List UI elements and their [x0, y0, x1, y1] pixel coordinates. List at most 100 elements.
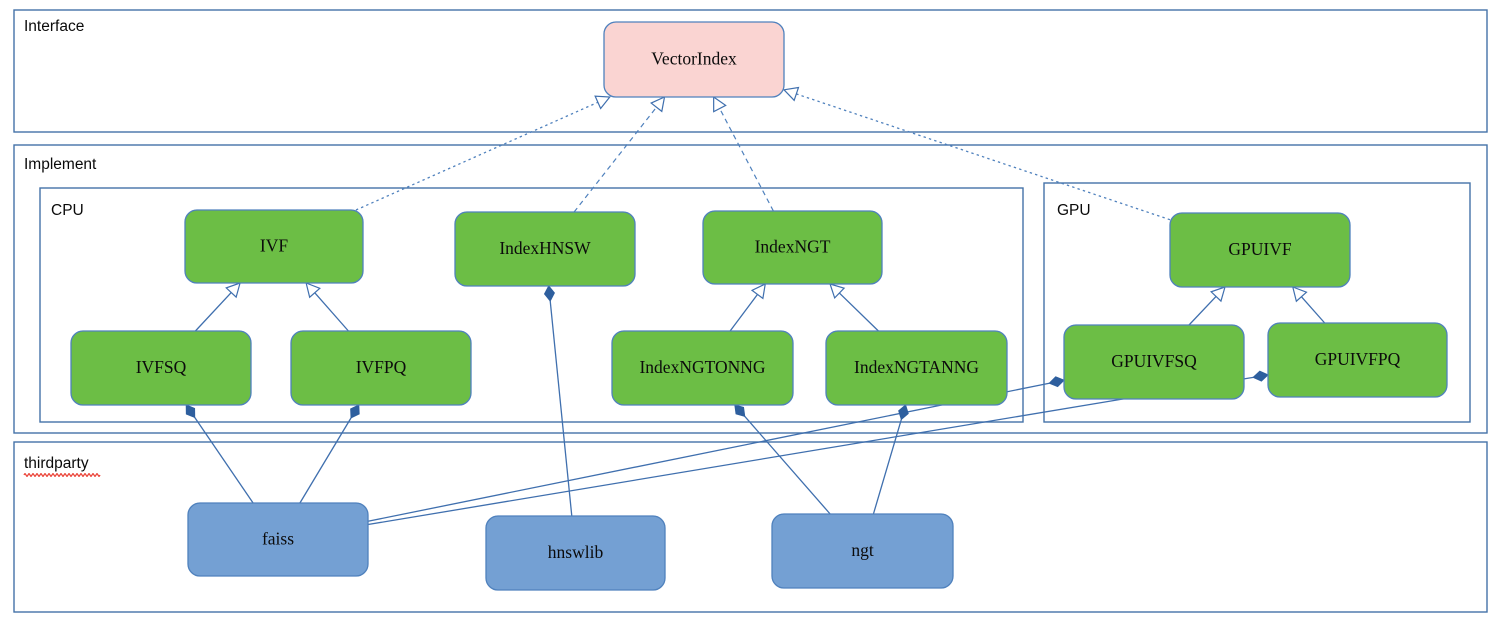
node-box-hnswlib[interactable]	[485, 515, 666, 591]
edge-ngt-composes-indexngtonng	[734, 404, 831, 515]
node-box-ivfsq[interactable]	[70, 330, 252, 406]
node-box-faiss[interactable]	[187, 502, 369, 577]
edge-gpuivf-realizes-vectorindex	[782, 86, 1171, 221]
node-label-indexhnsw: IndexHNSW	[499, 238, 591, 258]
node-box-gpuivf[interactable]	[1169, 212, 1351, 288]
generalization-arrowhead-icon	[305, 282, 321, 299]
realization-arrowhead-icon	[713, 95, 727, 113]
edge-line	[1300, 295, 1326, 324]
composition-diamond-icon	[1048, 376, 1065, 388]
composition-diamond-icon	[350, 404, 360, 419]
generalization-arrowhead-icon	[750, 282, 767, 300]
edge-gpuivfpq-extends-gpuivf	[1291, 286, 1326, 324]
edge-line	[299, 417, 352, 504]
edge-gpuivfsq-extends-gpuivf	[1188, 286, 1226, 326]
edge-line	[367, 376, 1254, 526]
edge-line	[313, 291, 349, 332]
edge-line	[872, 419, 902, 515]
edge-line	[744, 415, 831, 515]
node-ivfpq[interactable]: IVFPQ	[290, 330, 472, 406]
node-indexngt[interactable]: IndexNGT	[702, 210, 883, 285]
edge-line	[549, 300, 573, 517]
package-label-cpu: CPU	[51, 202, 84, 219]
generalization-arrowhead-icon	[1210, 286, 1226, 303]
spellcheck-underline-icon	[23, 473, 101, 477]
node-vectorindex[interactable]: VectorIndex	[603, 21, 785, 98]
edge-indexngtonng-extends-indexngt	[729, 282, 767, 332]
edge-line	[194, 291, 233, 332]
node-indexhnsw[interactable]: IndexHNSW	[454, 211, 636, 287]
edge-ivf-realizes-vectorindex	[355, 95, 611, 211]
edge-faiss-composes-ivfpq	[299, 404, 360, 504]
node-box-indexngtonng[interactable]	[611, 330, 794, 406]
package-label-interface: Interface	[24, 18, 84, 35]
edge-indexngt-realizes-vectorindex	[713, 95, 774, 212]
edge-line	[573, 106, 658, 213]
node-label-gpuivfsq: GPUIVFSQ	[1111, 351, 1197, 371]
node-label-indexngtonng: IndexNGTONNG	[639, 357, 765, 377]
node-ivfsq[interactable]: IVFSQ	[70, 330, 252, 406]
realization-arrowhead-icon	[594, 95, 611, 110]
edge-line	[718, 107, 774, 212]
node-box-indexngt[interactable]	[702, 210, 883, 285]
node-box-gpuivfsq[interactable]	[1063, 324, 1245, 400]
node-gpuivf[interactable]: GPUIVF	[1169, 212, 1351, 288]
edge-hnswlib-composes-indexhnsw	[543, 285, 573, 517]
edge-indexngtanng-extends-indexngt	[829, 283, 879, 332]
generalization-arrowhead-icon	[225, 282, 241, 299]
edge-faiss-composes-gpuivfsq	[367, 376, 1065, 522]
node-label-faiss: faiss	[262, 529, 294, 549]
edge-line	[795, 92, 1171, 221]
edge-line	[367, 382, 1050, 522]
node-box-ngt[interactable]	[771, 513, 954, 589]
node-label-ivfpq: IVFPQ	[356, 357, 407, 377]
composition-diamond-icon	[734, 404, 746, 417]
node-gpuivfsq[interactable]: GPUIVFSQ	[1063, 324, 1245, 400]
node-indexngtanng[interactable]: IndexNGTANNG	[825, 330, 1008, 406]
edge-line	[729, 293, 759, 332]
node-label-indexngt: IndexNGT	[755, 237, 831, 257]
edge-ivfsq-extends-ivf	[194, 282, 241, 332]
node-box-indexhnsw[interactable]	[454, 211, 636, 287]
node-gpuivfpq[interactable]: GPUIVFPQ	[1267, 322, 1448, 398]
edge-line	[194, 417, 254, 504]
edge-indexhnsw-realizes-vectorindex	[573, 95, 666, 213]
composition-diamond-icon	[898, 404, 909, 421]
node-label-vectorindex: VectorIndex	[651, 49, 737, 69]
edge-ivfpq-extends-ivf	[305, 282, 349, 332]
realization-arrowhead-icon	[650, 95, 666, 113]
generalization-arrowhead-icon	[829, 283, 846, 300]
composition-diamond-icon	[543, 285, 555, 302]
edge-layer	[185, 86, 1326, 526]
edge-faiss-composes-gpuivfpq	[367, 370, 1269, 526]
node-ngt[interactable]: ngt	[771, 513, 954, 589]
package-label-gpu: GPU	[1057, 202, 1091, 219]
composition-diamond-icon	[185, 404, 196, 419]
node-hnswlib[interactable]: hnswlib	[485, 515, 666, 591]
composition-diamond-icon	[1252, 370, 1269, 382]
node-label-ivfsq: IVFSQ	[136, 357, 187, 377]
node-label-hnswlib: hnswlib	[548, 542, 604, 562]
node-label-gpuivfpq: GPUIVFPQ	[1315, 349, 1401, 369]
node-ivf[interactable]: IVF	[184, 209, 364, 284]
package-label-implement: Implement	[24, 156, 97, 173]
edge-ngt-composes-indexngtanng	[872, 404, 909, 515]
node-box-ivfpq[interactable]	[290, 330, 472, 406]
edge-line	[1188, 295, 1218, 326]
node-indexngtonng[interactable]: IndexNGTONNG	[611, 330, 794, 406]
node-box-gpuivfpq[interactable]	[1267, 322, 1448, 398]
realization-arrowhead-icon	[782, 86, 800, 102]
node-faiss[interactable]: faiss	[187, 502, 369, 577]
node-box-vectorindex[interactable]	[603, 21, 785, 98]
edge-line	[838, 291, 879, 332]
node-box-ivf[interactable]	[184, 209, 364, 284]
generalization-arrowhead-icon	[1291, 286, 1308, 303]
node-box-indexngtanng[interactable]	[825, 330, 1008, 406]
edge-faiss-composes-ivfsq	[185, 404, 254, 504]
package-label-thirdparty: thirdparty	[24, 455, 89, 472]
node-label-ivf: IVF	[260, 236, 288, 256]
node-label-ngt: ngt	[851, 540, 874, 560]
